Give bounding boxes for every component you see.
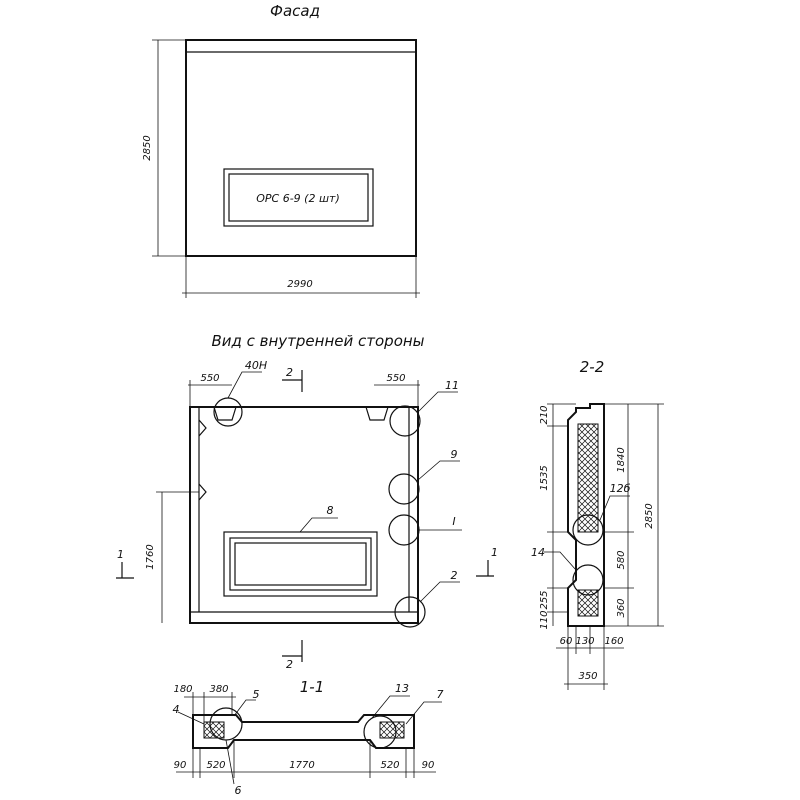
section-1-1: 1-1 4 5 13 7 6 180 380 90 520 1770 bbox=[173, 678, 444, 797]
section-2-2-title: 2-2 bbox=[580, 358, 605, 376]
s22-dim-1535: 1535 bbox=[539, 465, 550, 490]
window-frame-mid bbox=[229, 537, 372, 591]
s22-dim-2850: 2850 bbox=[644, 503, 655, 528]
leader-8 bbox=[299, 517, 338, 533]
inner-view: Вид с внутренней стороны 40Н 11 9 I 2 8 bbox=[116, 332, 498, 671]
lifting-loop-left bbox=[213, 406, 237, 421]
label-I: I bbox=[452, 515, 455, 528]
label-5: 5 bbox=[253, 688, 260, 701]
lifting-loop-right bbox=[365, 406, 389, 421]
leader-2 bbox=[419, 581, 460, 603]
leader-13 bbox=[371, 695, 410, 719]
section-2-2: 2-2 12б 14 210 1535 255 110 1840 580 360… bbox=[531, 358, 664, 690]
s22-dim-130: 130 bbox=[575, 636, 594, 647]
s11-dim-90-right: 90 bbox=[422, 760, 435, 771]
node-circle-anchor bbox=[213, 397, 243, 427]
section-mark-1-right bbox=[476, 560, 494, 577]
label-13: 13 bbox=[395, 682, 409, 695]
label-11: 11 bbox=[445, 379, 459, 392]
s11-insulation-right bbox=[379, 721, 405, 739]
label-8: 8 bbox=[327, 504, 334, 517]
insulation-lower bbox=[577, 589, 599, 617]
s11-insulation-left bbox=[203, 721, 225, 739]
facade-width-label: 2990 bbox=[287, 279, 312, 290]
facade-height-label: 2850 bbox=[142, 135, 153, 160]
s11-dim-90-left: 90 bbox=[174, 760, 187, 771]
side-bracket-mid bbox=[198, 483, 207, 501]
s11-dim-1770: 1770 bbox=[289, 760, 314, 771]
marking-frame-outer bbox=[223, 168, 374, 227]
facade-title: Фасад bbox=[270, 2, 320, 20]
dim-550-right: 550 bbox=[386, 373, 405, 384]
label-7: 7 bbox=[437, 688, 444, 701]
s11-dim-380: 380 bbox=[209, 684, 228, 695]
label-6: 6 bbox=[235, 784, 242, 797]
leader-anchor bbox=[227, 371, 262, 399]
window-frame-inner bbox=[234, 542, 367, 586]
facade-marking: ОРС 6-9 (2 шт) bbox=[256, 192, 339, 205]
facade-view: Фасад ОРС 6-9 (2 шт) 2850 2990 bbox=[142, 2, 420, 298]
section-1-right-label: 1 bbox=[491, 546, 498, 559]
label-9: 9 bbox=[451, 448, 458, 461]
node-circle-14 bbox=[572, 564, 604, 596]
s22-dim-360: 360 bbox=[616, 598, 627, 617]
s22-dim-580: 580 bbox=[616, 550, 627, 569]
label-12b: 12б bbox=[610, 482, 631, 495]
dim-1760: 1760 bbox=[145, 544, 156, 569]
leader-7 bbox=[405, 701, 442, 725]
leader-4 bbox=[177, 711, 205, 725]
section-mark-2-bottom bbox=[282, 640, 303, 662]
leader-14 bbox=[544, 551, 577, 571]
node-circle-12b bbox=[572, 514, 604, 546]
inner-panel-outline bbox=[189, 406, 419, 624]
node-circle-2 bbox=[394, 596, 426, 628]
s22-dim-60: 60 bbox=[560, 636, 573, 647]
s11-dim-180: 180 bbox=[173, 684, 192, 695]
inner-view-title: Вид с внутренней стороны bbox=[211, 332, 424, 350]
leader-5 bbox=[233, 699, 256, 717]
label-2: 2 bbox=[451, 569, 458, 582]
s22-dim-1840: 1840 bbox=[616, 447, 627, 472]
label-14: 14 bbox=[531, 546, 545, 559]
leader-12b bbox=[599, 495, 630, 521]
section-2-bottom-label: 2 bbox=[286, 658, 293, 671]
leader-11 bbox=[417, 391, 458, 413]
node-circle-I bbox=[388, 514, 420, 546]
s11-node-right bbox=[363, 715, 397, 749]
side-bracket-top bbox=[198, 419, 207, 437]
s22-dim-350: 350 bbox=[578, 671, 597, 682]
facade-panel-outline bbox=[185, 39, 417, 257]
window-frame-outer bbox=[223, 531, 378, 597]
insulation-upper bbox=[577, 423, 599, 533]
s11-dim-520-left: 520 bbox=[206, 760, 225, 771]
section-mark-1-left bbox=[116, 562, 134, 579]
s22-dim-110: 110 bbox=[539, 610, 550, 629]
label-4: 4 bbox=[173, 703, 180, 716]
leader-6 bbox=[225, 739, 235, 785]
marking-frame-inner bbox=[228, 173, 369, 222]
dim-550-left: 550 bbox=[200, 373, 219, 384]
s22-dim-160: 160 bbox=[604, 636, 623, 647]
section-2-top-label: 2 bbox=[286, 366, 293, 379]
s22-dim-210: 210 bbox=[539, 405, 550, 424]
leader-9 bbox=[417, 460, 460, 481]
section-1-left-label: 1 bbox=[117, 548, 124, 561]
node-circle-11 bbox=[389, 405, 421, 437]
section-1-1-title: 1-1 bbox=[300, 678, 325, 696]
node-circle-9 bbox=[388, 473, 420, 505]
label-anchor: 40Н bbox=[245, 359, 267, 372]
s11-dim-520-right: 520 bbox=[380, 760, 399, 771]
section-mark-2-top bbox=[282, 370, 303, 392]
s22-dim-255: 255 bbox=[539, 590, 550, 609]
